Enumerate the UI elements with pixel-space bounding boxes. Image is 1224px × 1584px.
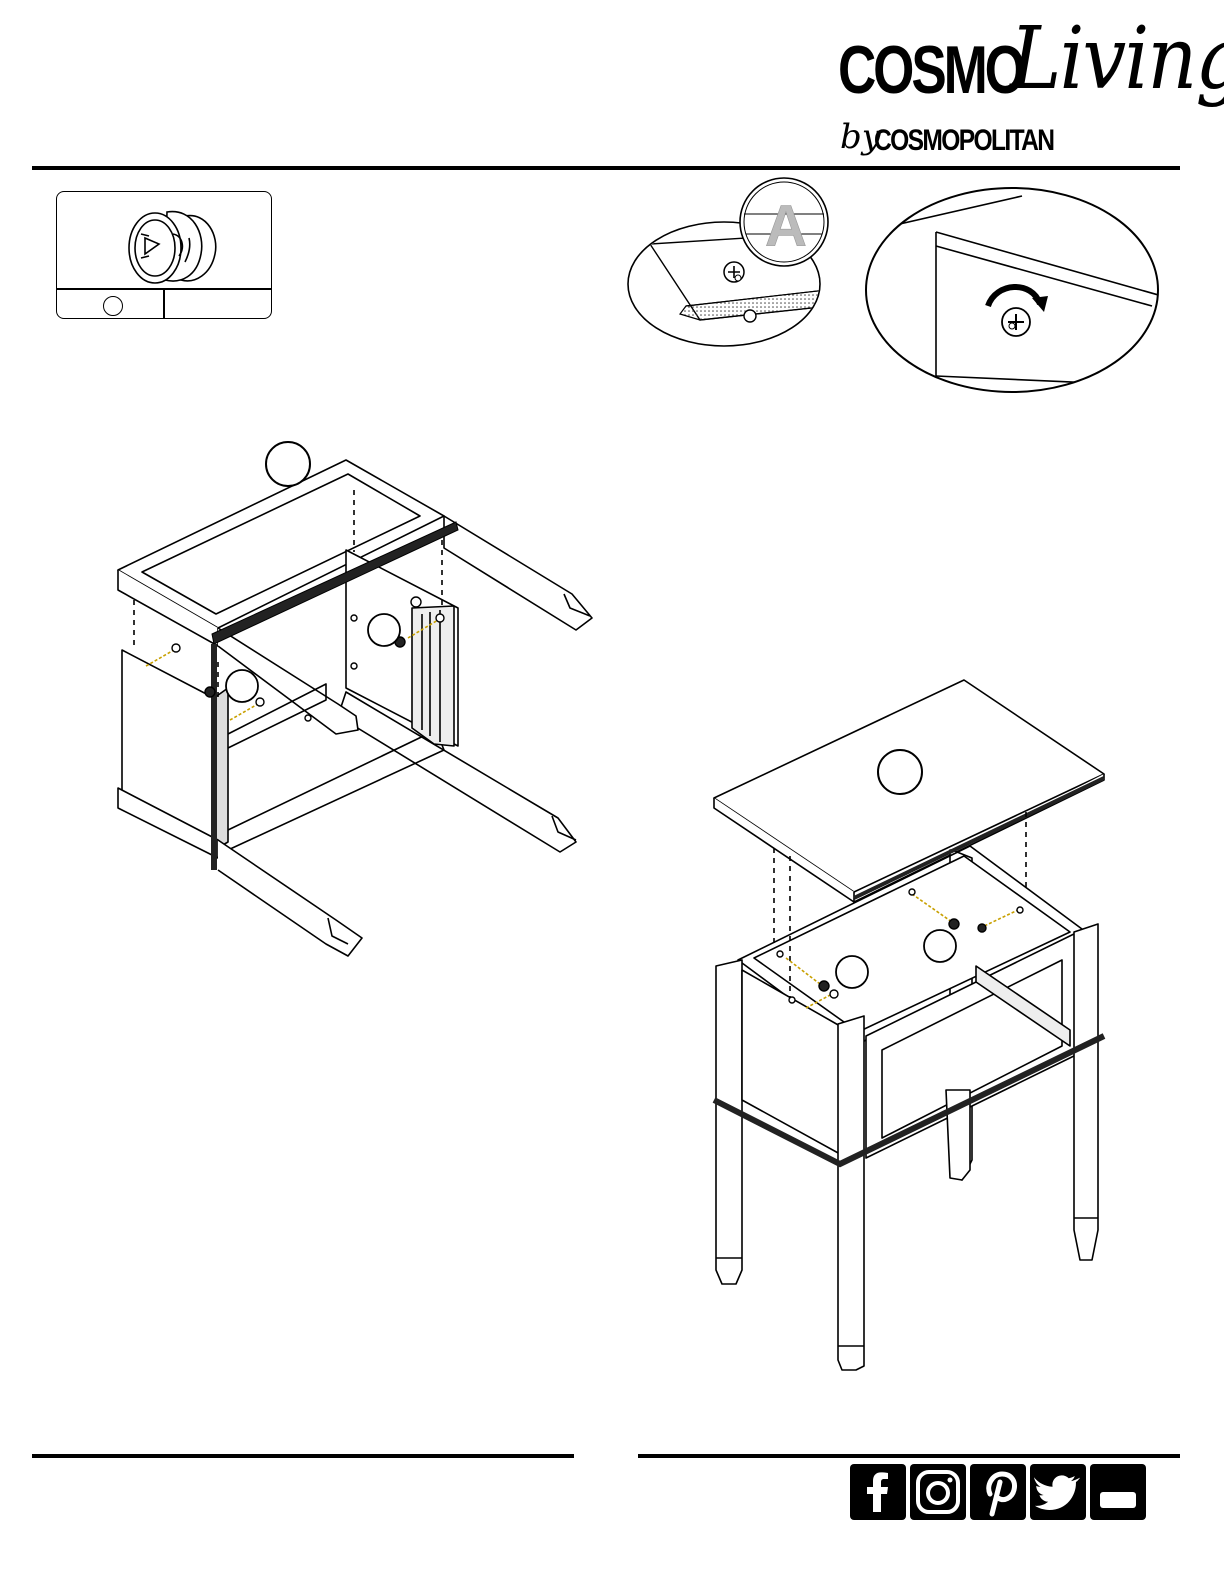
cam-lock-icon: [57, 192, 272, 288]
twitter-icon[interactable]: [1030, 1464, 1086, 1520]
logo-wordmark-living: Living: [1010, 16, 1224, 102]
logo-brand-cosmopolitan: COSMOPOLITAN: [874, 126, 1053, 156]
header-rule: [32, 166, 1180, 170]
table-top-assembly-diagram-right: [700, 670, 1120, 1390]
footer-rule-left: [32, 1454, 574, 1458]
facebook-icon[interactable]: [850, 1464, 906, 1520]
hardware-box-divider-vertical: [163, 288, 165, 318]
frame-assembly-diagram-left: [100, 430, 620, 970]
part-reference-circle-top: [266, 442, 310, 486]
part-reference-circle: [103, 296, 123, 316]
footer-rule-right: [638, 1454, 1180, 1458]
instagram-icon[interactable]: [910, 1464, 966, 1520]
youtube-icon[interactable]: [1090, 1464, 1146, 1520]
zoom-letter: A: [765, 194, 807, 259]
edge-detail-callout: A: [620, 174, 860, 354]
rotate-cam-callout: [862, 186, 1162, 396]
logo-wordmark-cosmo: COSMO: [838, 36, 1023, 104]
cosmoliving-logo: COSMO Living by COSMOPOLITAN: [838, 22, 1183, 162]
pinterest-icon[interactable]: [970, 1464, 1026, 1520]
hardware-box: [56, 191, 272, 319]
